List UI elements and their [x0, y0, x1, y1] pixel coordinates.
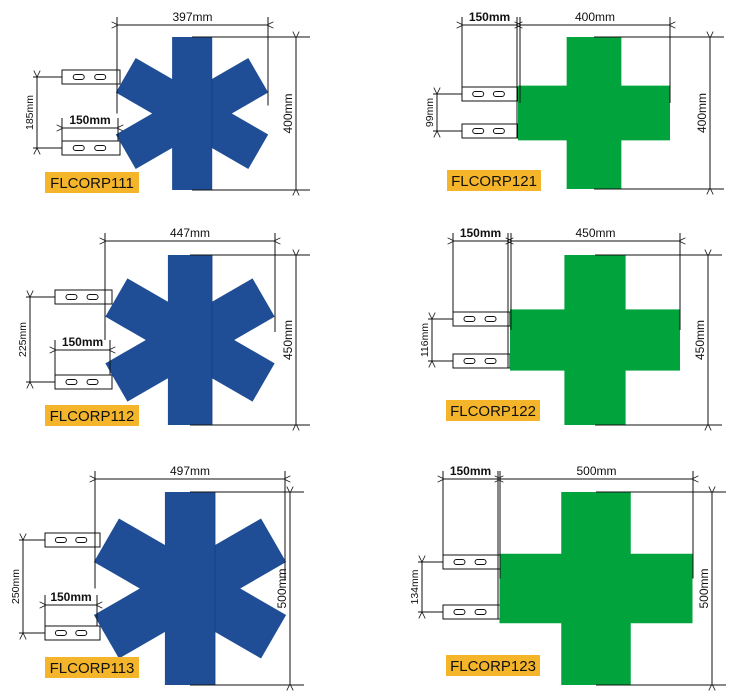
product-code-badge: [447, 170, 541, 191]
cross-horizontal-arm: [499, 553, 693, 624]
bracket-plate: [442, 604, 501, 620]
bracket-slot: [492, 91, 505, 97]
bracket-slot: [54, 630, 67, 636]
bracket-slot: [54, 537, 67, 543]
height-dimension-label: 400mm: [281, 93, 295, 133]
bracket-length-label: 150mm: [50, 590, 91, 604]
bracket-slot: [484, 316, 497, 322]
product-code-label: FLCORP123: [450, 658, 536, 675]
mounting-bracket: [442, 554, 501, 570]
mounting-bracket: [44, 625, 101, 641]
width-dimension-label: 497mm: [170, 464, 210, 478]
bracket-gap-label: 250mm: [10, 569, 22, 604]
bracket-plate: [461, 123, 519, 139]
bracket-slot: [472, 91, 485, 97]
bracket-slot: [72, 74, 85, 80]
bracket-slot: [463, 316, 476, 322]
bracket-length-label: 150mm: [69, 113, 110, 127]
bracket-slot: [65, 379, 78, 385]
product-code-badge: [45, 172, 139, 193]
bracket-slot: [453, 559, 466, 565]
height-dimension-label: 500mm: [697, 568, 711, 608]
width-dimension-label: 397mm: [172, 10, 212, 24]
bracket-slot: [492, 128, 505, 134]
bracket-gap-label: 116mm: [419, 323, 431, 357]
bracket-plate: [442, 554, 501, 570]
bracket-length-label: 150mm: [469, 10, 510, 24]
product-code-badge: [446, 655, 540, 676]
mounting-bracket: [54, 289, 113, 305]
bracket-plate: [61, 140, 121, 156]
cross-horizontal-arm: [510, 309, 680, 371]
mounting-bracket: [61, 140, 121, 156]
product-code-badge: [45, 657, 139, 678]
product-code-label: FLCORP112: [50, 408, 135, 425]
bracket-slot: [474, 609, 487, 615]
bracket-plate: [54, 289, 113, 305]
bracket-slot: [65, 294, 78, 300]
bracket-length-label: 150mm: [460, 226, 501, 240]
star-arm: [115, 58, 269, 169]
mounting-bracket: [461, 86, 519, 102]
bracket-length-label: 150mm: [450, 464, 491, 478]
mounting-bracket: [61, 69, 121, 85]
star-arm: [93, 518, 287, 659]
bracket-slot: [75, 630, 88, 636]
bracket-slot: [463, 358, 476, 364]
width-dimension-label: 400mm: [575, 10, 615, 24]
mounting-bracket: [452, 311, 511, 327]
bracket-plate: [461, 86, 519, 102]
mounting-bracket: [461, 123, 519, 139]
bracket-slot: [472, 128, 485, 134]
width-dimension-label: 500mm: [576, 464, 616, 478]
height-dimension-label: 400mm: [695, 93, 709, 133]
bracket-slot: [484, 358, 497, 364]
star-arm: [105, 278, 275, 402]
product-code-label: FLCORP111: [50, 175, 134, 192]
bracket-plate: [44, 532, 101, 548]
bracket-gap-label: 225mm: [17, 322, 29, 357]
bracket-slot: [86, 294, 99, 300]
bracket-plate: [61, 69, 121, 85]
width-dimension-label: 450mm: [575, 226, 615, 240]
bracket-gap-label: 134mm: [409, 569, 421, 604]
height-dimension-label: 450mm: [693, 320, 707, 360]
mounting-bracket: [44, 532, 101, 548]
bracket-plate: [452, 353, 511, 369]
product-code-badge: [446, 400, 540, 421]
bracket-slot: [94, 145, 107, 151]
width-dimension-label: 447mm: [170, 226, 210, 240]
cross-horizontal-arm: [518, 85, 670, 141]
bracket-slot: [72, 145, 85, 151]
mounting-bracket: [54, 374, 113, 390]
bracket-slot: [94, 74, 107, 80]
bracket-plate: [44, 625, 101, 641]
bracket-gap-label: 185mm: [24, 95, 36, 130]
bracket-length-label: 150mm: [62, 335, 103, 349]
bracket-gap-label: 99mm: [424, 98, 436, 127]
product-code-label: FLCORP121: [451, 173, 537, 190]
bracket-slot: [75, 537, 88, 543]
bracket-slot: [86, 379, 99, 385]
product-code-label: FLCORP122: [450, 403, 536, 420]
height-dimension-label: 450mm: [281, 320, 295, 360]
product-code-badge: [45, 405, 139, 426]
mounting-bracket: [452, 353, 511, 369]
bracket-slot: [453, 609, 466, 615]
bracket-plate: [452, 311, 511, 327]
bracket-plate: [54, 374, 113, 390]
height-dimension-label: 500mm: [275, 568, 289, 608]
mounting-bracket: [442, 604, 501, 620]
bracket-slot: [474, 559, 487, 565]
product-code-label: FLCORP113: [50, 660, 135, 677]
